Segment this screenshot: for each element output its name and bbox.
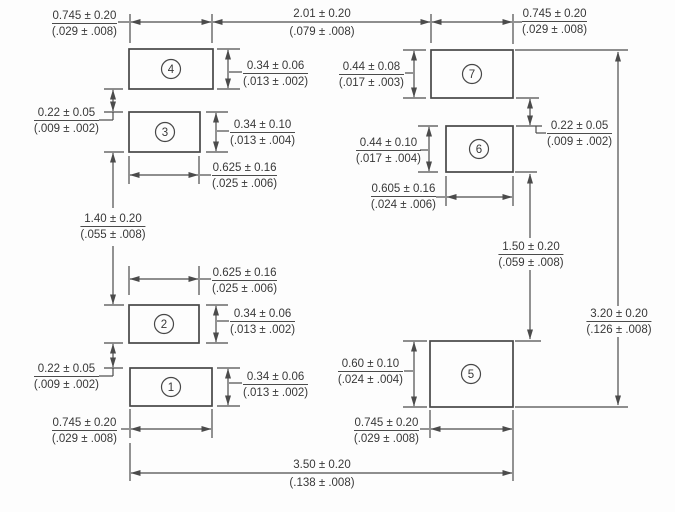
dimlines-gap022-left-upper xyxy=(99,88,123,121)
dim-label-w0605-pad6: 0.605 ± 0.16 (.024 ± .006) xyxy=(370,183,436,211)
dim-label-w0625-pad2: 0.625 ± 0.16 (.025 ± .006) xyxy=(212,267,278,295)
dim-label-h034-pad3: 0.34 ± 0.10 (.013 ± .004) xyxy=(230,119,296,147)
pad-3: 3 xyxy=(128,111,201,153)
dim-label-745-top-left: 0.745 ± 0.20 (.029 ± .008) xyxy=(51,10,117,38)
dim-label-gap022-right: 0.22 ± 0.05 (.009 ± .002) xyxy=(547,120,613,148)
pad-5-number: 5 xyxy=(468,369,474,381)
dimlines-gap022-left-lower xyxy=(99,342,123,377)
dimlines-w0605-pad6 xyxy=(436,176,514,206)
dim-label-201-pitch: 2.01 ± 0.20 (.079 ± .008) xyxy=(289,8,355,38)
dim-label-sp140-left: 1.40 ± 0.20 (.055 ± .008) xyxy=(80,213,146,241)
dim-label-h034-pad4: 0.34 ± 0.06 (.013 ± .002) xyxy=(243,60,309,88)
dimlines-gap022-right xyxy=(516,97,546,134)
pad-5: 5 xyxy=(429,340,514,408)
dim-label-h060-pad5: 0.60 ± 0.10 (.024 ± .004) xyxy=(337,358,403,386)
dim-label-745-bottom-left: 0.745 ± 0.20 (.029 ± .008) xyxy=(51,417,117,445)
dimlines-len350-bottom xyxy=(129,410,514,481)
dimlines-h060-pad5 xyxy=(403,340,427,408)
pad-3-number: 3 xyxy=(162,127,168,139)
dim-label-h034-pad2: 0.34 ± 0.06 (.013 ± .002) xyxy=(230,308,296,336)
dimlines-w745-bottom-left xyxy=(121,409,213,438)
dim-label-w745-pad5: 0.745 ± 0.20 (.029 ± .008) xyxy=(353,417,419,445)
dim-label-h320-right: 3.20 ± 0.20 (.126 ± .008) xyxy=(586,308,652,336)
dimlines-h034-pad1 xyxy=(217,367,242,407)
pad-6-number: 6 xyxy=(476,144,482,156)
dimlines-745-top-right xyxy=(431,14,522,44)
dim-label-gap022-left-lower: 0.22 ± 0.05 (.009 ± .002) xyxy=(33,363,99,391)
pad-4: 4 xyxy=(128,48,214,90)
pad-6: 6 xyxy=(445,125,514,173)
dimlines-w0625-pad3 xyxy=(128,156,211,184)
dimlines-w0625-pad2 xyxy=(128,266,211,295)
dimlines-h044-pad6 xyxy=(418,125,438,173)
pad-2-number: 2 xyxy=(161,319,167,331)
dimlines-h034-pad2 xyxy=(206,304,229,344)
dim-label-gap022-left-upper: 0.22 ± 0.05 (.009 ± .002) xyxy=(33,107,99,135)
dimlines-h320-right xyxy=(515,49,628,408)
dim-label-h044-pad7: 0.44 ± 0.08 (.017 ± .003) xyxy=(338,61,404,89)
pad-1: 1 xyxy=(129,367,213,407)
pad-1-number: 1 xyxy=(168,382,174,394)
dimlines-201-pitch xyxy=(212,14,432,43)
dim-label-len350-bottom: 3.50 ± 0.20 (.138 ± .008) xyxy=(289,459,355,489)
dimlines-h034-pad3 xyxy=(206,111,229,153)
dimlines-sp150-right xyxy=(515,171,541,342)
dim-label-w0625-pad3: 0.625 ± 0.16 (.025 ± .006) xyxy=(212,162,278,190)
dim-label-sp150-right: 1.50 ± 0.20 (.059 ± .008) xyxy=(498,241,564,269)
dimlines-w745-pad5 xyxy=(420,410,513,438)
dim-label-h034-pad1: 0.34 ± 0.06 (.013 ± .002) xyxy=(243,371,309,399)
dimlines-sp140-left xyxy=(104,151,124,306)
pad-7-number: 7 xyxy=(469,69,475,81)
dim-label-745-top-right: 0.745 ± 0.20 (.029 ± .008) xyxy=(522,8,588,36)
pad-4-number: 4 xyxy=(168,64,175,76)
dimlines-h044-pad7 xyxy=(403,49,426,99)
dimlines-745-top-left xyxy=(118,14,213,43)
pad-7: 7 xyxy=(430,49,514,99)
dim-label-h044-pad6: 0.44 ± 0.10 (.017 ± .004) xyxy=(355,137,421,165)
dimlines-h034-pad4 xyxy=(217,48,242,90)
pad-2: 2 xyxy=(128,304,200,344)
